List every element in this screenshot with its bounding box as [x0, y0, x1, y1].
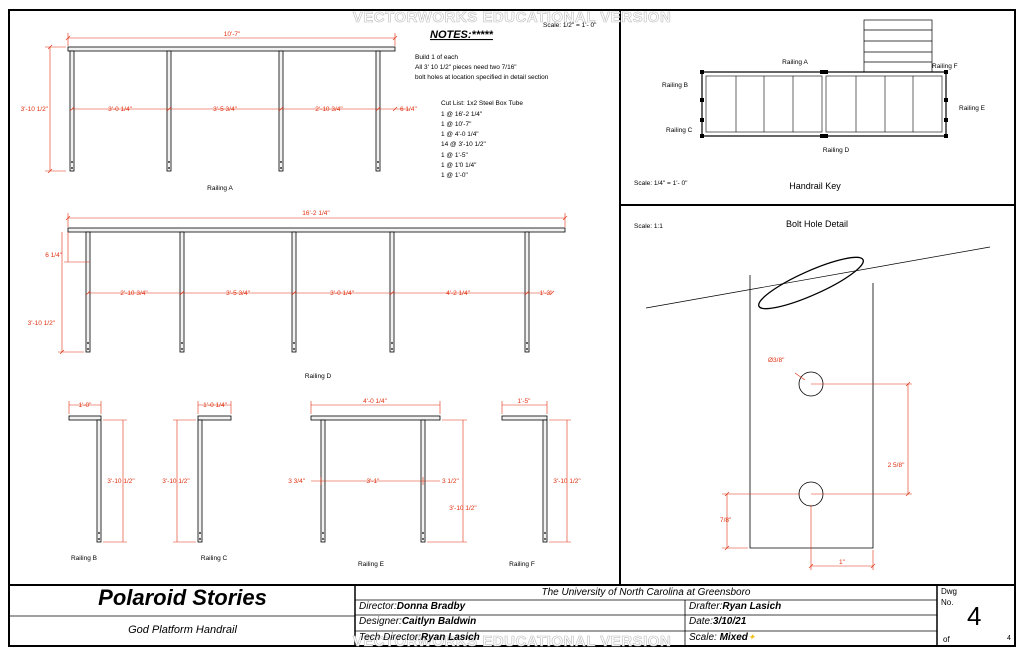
- director-label: Director:: [359, 601, 397, 612]
- watermark-top: VECTORWORKS EDUCATIONAL VERSION: [353, 9, 672, 26]
- cut-list-item: 1 @ 1'-5": [441, 152, 468, 159]
- show-title: Polaroid Stories: [98, 585, 267, 610]
- of-total: 4: [1007, 635, 1011, 642]
- tech-director-field: Tech Director:Ryan Lasich: [359, 632, 480, 643]
- notes-line-1: Build 1 of each: [415, 54, 458, 61]
- railing-f-drawing: [501, 401, 571, 543]
- bolt-detail-title: Bolt Hole Detail: [786, 219, 848, 229]
- bolt-hole-detail-drawing: [645, 246, 991, 570]
- railing-a-span-3: 2'-10 3/4": [315, 106, 343, 113]
- railing-d-span-5: 1'-3": [540, 290, 554, 297]
- railing-d-drawing: [58, 213, 568, 355]
- railing-a-drawing: [45, 33, 410, 174]
- drafter-name: Ryan Lasich: [722, 601, 782, 612]
- railing-c-drawing: [173, 401, 232, 543]
- institution: The University of North Carolina at Gree…: [541, 587, 751, 598]
- handrail-key-plan: [700, 19, 948, 138]
- cut-list-item: 14 @ 3'-10 1/2": [441, 141, 487, 148]
- railing-e-right-dim: 3 1/2": [442, 478, 459, 485]
- key-label-railing-b: Railing B: [662, 82, 688, 89]
- railing-d-span-4: 4'-2 1/4": [446, 290, 470, 297]
- bolt-bottom-dim: 7/8": [720, 517, 732, 524]
- railing-e-drawing: [310, 401, 467, 543]
- railing-c-height-dim: 3'-10 1/2": [162, 478, 190, 485]
- key-label-railing-a: Railing A: [782, 59, 808, 66]
- designer-name: Caitlyn Baldwin: [401, 616, 477, 627]
- key-label-railing-f: Railing F: [932, 63, 958, 70]
- railing-b-width-dim: 1'-0": [79, 402, 93, 409]
- railing-d-label: Railing D: [305, 373, 332, 380]
- railing-d-top-offset-dim: 6 1/4": [45, 252, 62, 259]
- watermark-bottom: VECTORWORKS EDUCATIONAL VERSION: [353, 633, 672, 650]
- cut-list-item: 1 @ 1'0 1/4": [441, 162, 477, 169]
- railing-d-span-2: 3'-5 3/4": [226, 290, 250, 297]
- railing-a-height-dim: 3'-10 1/2": [21, 106, 49, 113]
- railing-d-height-dim: 3'-10 1/2": [28, 320, 56, 327]
- cut-list-item: 1 @ 10'-7": [441, 121, 472, 128]
- railing-b-label: Railing B: [71, 555, 97, 562]
- railing-d-span-1: 2'-10 3/4": [120, 290, 148, 297]
- bolt-diameter-dim: Ø3/8": [768, 357, 785, 364]
- railing-e-height-dim: 3'-10 1/2": [449, 505, 477, 512]
- dwg-label: Dwg No.: [941, 587, 958, 607]
- railing-f-width-dim: 1'-5": [518, 398, 532, 405]
- railing-f-height-dim: 3'-10 1/2": [553, 478, 581, 485]
- railing-f-label: Railing F: [509, 561, 535, 568]
- railing-c-label: Railing C: [201, 555, 228, 562]
- cut-list-title: Cut List: 1x2 Steel Box Tube: [441, 100, 523, 107]
- director-field: Director:Donna Bradby: [359, 601, 465, 612]
- notes-line-3: bolt holes at location specified in deta…: [415, 74, 549, 81]
- drawing-subtitle: God Platform Handrail: [128, 624, 237, 636]
- key-label-railing-e: Railing E: [959, 105, 986, 112]
- notes-scale: Scale: 1/2" = 1'- 0": [543, 22, 597, 29]
- sparkle-icon: ✦: [747, 632, 756, 642]
- scale-field: Scale: Mixed✦: [689, 632, 755, 643]
- railing-a-label: Railing A: [207, 185, 233, 192]
- dwg-number: 4: [967, 601, 982, 631]
- railing-b-height-dim: 3'-10 1/2": [107, 478, 135, 485]
- tech-director-name: Ryan Lasich: [420, 632, 480, 643]
- railing-a-span-1: 3'-0 1/4": [108, 106, 132, 113]
- bolt-detail-scale: Scale: 1:1: [634, 223, 663, 230]
- railing-d-overall-dim: 16'-2 1/4": [302, 210, 330, 217]
- railing-a-overall-dim: 10'-7": [224, 31, 241, 38]
- tech-director-label: Tech Director:: [359, 632, 421, 643]
- drafter-label: Drafter:: [689, 601, 723, 612]
- date-field: Date:3/10/21: [689, 616, 746, 627]
- bolt-spacing-dim: 2 5/8": [888, 462, 905, 469]
- railing-c-width-dim: 1'-0 1/4": [203, 402, 227, 409]
- key-label-railing-c: Railing C: [666, 127, 693, 134]
- railing-e-left-dim: 3 3/4": [288, 478, 305, 485]
- key-label-railing-d: Railing D: [823, 147, 850, 154]
- designer-label: Designer:: [359, 616, 402, 627]
- designer-field: Designer:Caitlyn Baldwin: [359, 616, 476, 627]
- title-block: Polaroid Stories God Platform Handrail T…: [10, 585, 1015, 645]
- railing-e-mid-dim: 3'-1": [367, 478, 381, 485]
- drafter-field: Drafter:Ryan Lasich: [689, 601, 781, 612]
- handrail-key-scale: Scale: 1/4" = 1'- 0": [634, 180, 688, 187]
- title-block-grid: [9, 585, 938, 646]
- scale-value: Mixed: [719, 632, 748, 643]
- railing-e-width-dim: 4'-0 1/4": [363, 398, 387, 405]
- cut-list-item: 1 @ 1'-0": [441, 172, 468, 179]
- railing-a-span-2: 3'-5 3/4": [213, 106, 237, 113]
- handrail-key-title: Handrail Key: [789, 181, 841, 191]
- railing-b-drawing: [68, 401, 127, 543]
- cut-list-item: 1 @ 16'-2 1/4": [441, 111, 483, 118]
- scale-label: Scale:: [689, 632, 717, 643]
- cut-list-item: 1 @ 4'-0 1/4": [441, 131, 479, 138]
- railing-d-span-3: 3'-0 1/4": [330, 290, 354, 297]
- notes-line-2: All 3' 10 1/2" pieces need two 7/16": [415, 64, 517, 71]
- railing-a-span-4: 6 1/4": [400, 106, 417, 113]
- director-name: Donna Bradby: [396, 601, 466, 612]
- date-value: 3/10/21: [712, 616, 747, 627]
- date-label: Date:: [689, 616, 713, 627]
- bolt-width-dim: 1": [839, 559, 846, 566]
- notes-title: NOTES:*****: [430, 29, 494, 41]
- of-label: of: [943, 635, 950, 644]
- railing-e-label: Railing E: [358, 561, 385, 568]
